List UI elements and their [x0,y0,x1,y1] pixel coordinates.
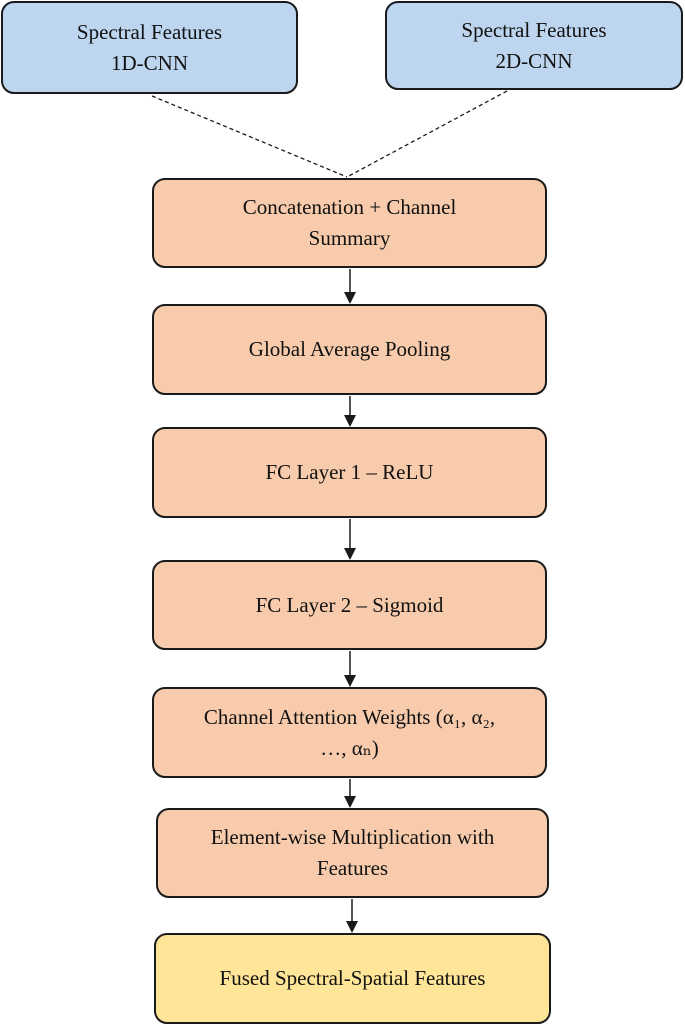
concatenation-node: Concatenation + Channel Summary [152,178,547,268]
fc-layer-2-node: FC Layer 2 – Sigmoid [152,560,547,650]
element-wise-multiplication-node: Element-wise Multiplication with Feature… [156,808,549,898]
node-label-line: Element-wise Multiplication with [210,825,495,849]
fused-features-output-node: Fused Spectral-Spatial Features [154,933,551,1024]
input-node-2d-cnn: Spectral Features 2D-CNN [385,1,683,90]
node-label-line: FC Layer 2 – Sigmoid [255,592,444,617]
node-label-line: 2D-CNN [495,48,573,73]
node-label-line: …, αₙ) [320,735,379,760]
dashed-connector-2d-to-concat [346,90,508,178]
node-label-line: Spectral Features [76,19,223,44]
node-label-line: Summary [308,226,391,250]
node-label-line: FC Layer 1 – ReLU [265,460,434,484]
node-label-line: Concatenation + Channel [242,195,457,219]
node-label-line: Channel Attention Weights (α₁, α₂, [203,704,496,729]
node-label-line: Global Average Pooling [248,337,451,361]
node-label-line: Fused Spectral-Spatial Features [219,966,486,990]
node-label-line: 1D-CNN [111,50,188,75]
input-node-1d-cnn: Spectral Features 1D-CNN [1,1,298,94]
dashed-connector-1d-to-concat [151,95,348,178]
node-label-line: Features [316,856,389,880]
fc-layer-1-node: FC Layer 1 – ReLU [152,427,547,518]
node-label-line: Spectral Features [461,17,607,42]
channel-attention-weights-node: Channel Attention Weights (α₁, α₂, …, αₙ… [152,687,547,778]
global-average-pooling-node: Global Average Pooling [152,304,547,395]
